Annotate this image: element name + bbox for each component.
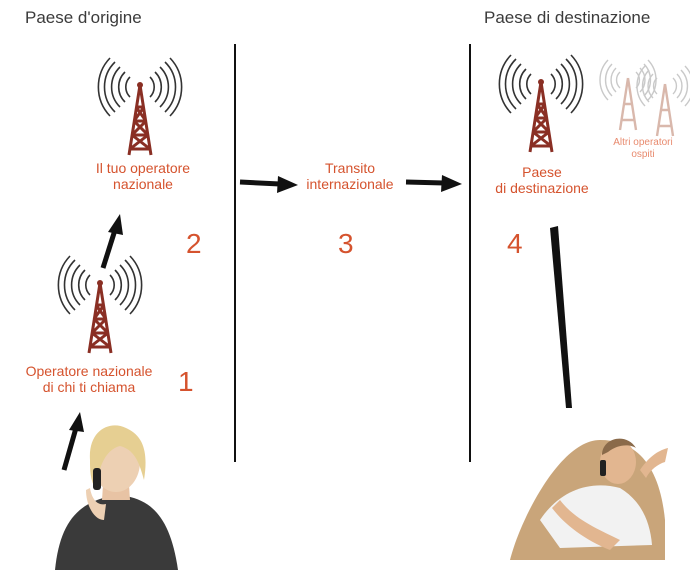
other-operators-label: Altri operatori ospiti: [598, 137, 688, 160]
radio-tower-icon: [98, 58, 181, 155]
transit-line-1: Transito: [290, 160, 410, 176]
national-operator-label: Il tuo operatore nazionale: [78, 160, 208, 192]
step-number-3: 3: [338, 228, 354, 260]
transit-label: Transito internazionale: [290, 160, 410, 192]
destination-country-line-1: Paese: [474, 164, 610, 180]
national-operator-line-2: nazionale: [78, 176, 208, 192]
other-operators-line-2: ospiti: [598, 149, 688, 161]
destination-country-label: Paese di destinazione: [474, 164, 610, 196]
national-operator-line-1: Il tuo operatore: [78, 160, 208, 176]
transit-line-2: internazionale: [290, 176, 410, 192]
radio-tower-icon: [499, 55, 582, 152]
radio-tower-icon: [637, 66, 690, 136]
man-on-phone-photo: [510, 439, 668, 560]
destination-country-line-2: di destinazione: [474, 180, 610, 196]
step-number-1: 1: [178, 366, 194, 398]
caller-operator-line-1: Operatore nazionale: [4, 363, 174, 379]
caller-operator-line-2: di chi ti chiama: [4, 379, 174, 395]
step-number-2: 2: [186, 228, 202, 260]
step-number-4: 4: [507, 228, 523, 260]
other-operators-line-1: Altri operatori: [598, 137, 688, 149]
woman-on-phone-photo: [55, 425, 178, 570]
radio-tower-icon: [58, 256, 141, 353]
caller-operator-label: Operatore nazionale di chi ti chiama: [4, 363, 174, 395]
